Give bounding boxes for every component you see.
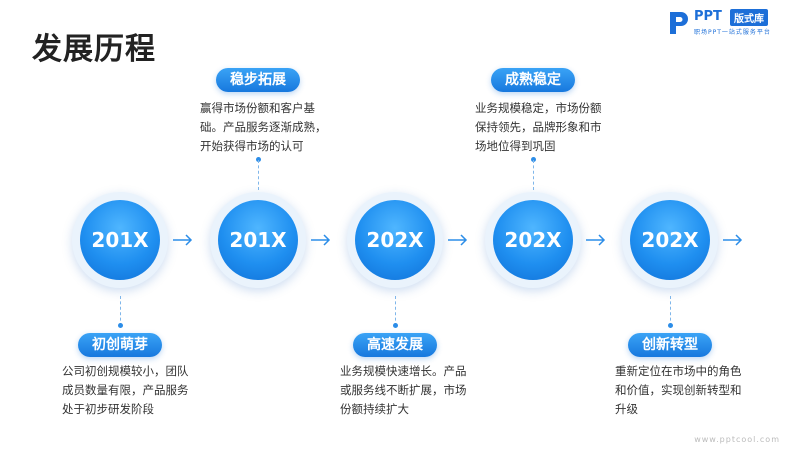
- timeline-node-5: 202X: [622, 192, 718, 288]
- page-title: 发展历程: [32, 32, 156, 67]
- arrow-right-icon: [173, 234, 193, 246]
- connector-dot: [393, 323, 398, 328]
- stage-description: 赢得市场份额和客户基础。产品服务逐渐成熟，开始获得市场的认可: [200, 101, 327, 153]
- arrow-right-icon: [311, 234, 331, 246]
- connector-dot: [118, 323, 123, 328]
- node-year: 201X: [229, 228, 287, 252]
- watermark: www.pptcool.com: [694, 435, 780, 444]
- brand-badge: 版式库: [730, 9, 768, 26]
- stage-label: 稳步拓展: [216, 68, 300, 92]
- brand-name: PPT: [694, 9, 722, 24]
- connector-line: [395, 296, 396, 326]
- arrow-right-icon: [723, 234, 743, 246]
- connector-line: [533, 160, 534, 190]
- stage-description: 重新定位在市场中的角色和价值，实现创新转型和升级: [615, 364, 742, 416]
- timeline-node-3: 202X: [347, 192, 443, 288]
- timeline-node-4: 202X: [485, 192, 581, 288]
- arrow-right-icon: [448, 234, 468, 246]
- arrow-right-icon: [586, 234, 606, 246]
- timeline-node-2: 201X: [210, 192, 306, 288]
- connector-dot: [256, 157, 261, 162]
- stage-label: 高速发展: [353, 333, 437, 357]
- brand-logo: PPT 版式库 职场PPT一站式服务平台: [668, 8, 788, 40]
- stage-description: 公司初创规模较小，团队成员数量有限，产品服务处于初步研发阶段: [62, 364, 189, 416]
- node-year: 202X: [504, 228, 562, 252]
- connector-dot: [668, 323, 673, 328]
- connector-dot: [531, 157, 536, 162]
- stage-label: 成熟稳定: [491, 68, 575, 92]
- connector-line: [258, 160, 259, 190]
- node-year: 202X: [641, 228, 699, 252]
- logo-p-icon: [670, 12, 688, 34]
- stage-label: 初创萌芽: [78, 333, 162, 357]
- stage-description: 业务规模稳定，市场份额保持领先，品牌形象和市场地位得到巩固: [475, 101, 602, 153]
- connector-line: [670, 296, 671, 326]
- node-year: 202X: [366, 228, 424, 252]
- brand-tagline: 职场PPT一站式服务平台: [694, 29, 771, 36]
- node-year: 201X: [91, 228, 149, 252]
- stage-description: 业务规模快速增长。产品或服务线不断扩展，市场份额持续扩大: [340, 364, 467, 416]
- connector-line: [120, 296, 121, 326]
- timeline-node-1: 201X: [72, 192, 168, 288]
- stage-label: 创新转型: [628, 333, 712, 357]
